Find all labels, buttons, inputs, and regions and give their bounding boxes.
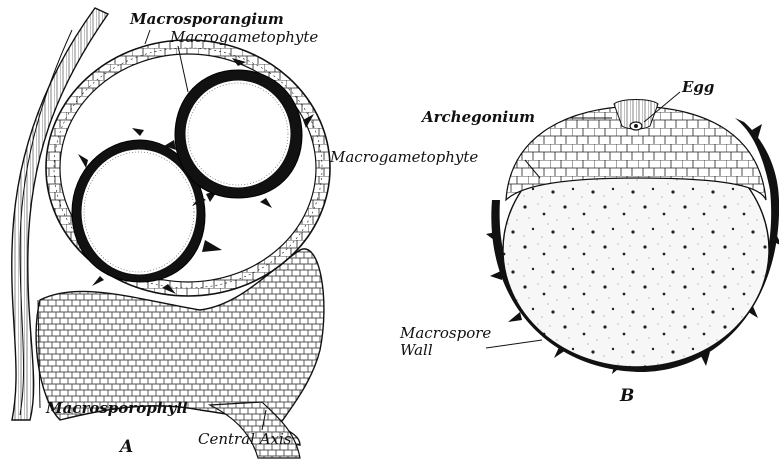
figure-a-drawing <box>12 8 330 458</box>
panel-letter-b: B <box>620 388 634 405</box>
label-macrosporangium: Macrosporangium <box>130 12 284 27</box>
label-central-axis: Central Axis <box>198 432 292 447</box>
panel-letter-a: A <box>120 439 133 456</box>
label-macrogametophyte-b: Macrogametophyte <box>330 150 478 165</box>
label-macrospore-wall: Macrospore Wall <box>400 325 491 359</box>
label-egg: Egg <box>682 80 714 95</box>
label-archegonium: Archegonium <box>422 110 535 125</box>
figure-b-drawing <box>486 92 779 374</box>
label-macrogametophyte-a: Macrogametophyte <box>170 30 318 45</box>
label-macrosporophyll: Macrosporophyll <box>46 401 188 416</box>
